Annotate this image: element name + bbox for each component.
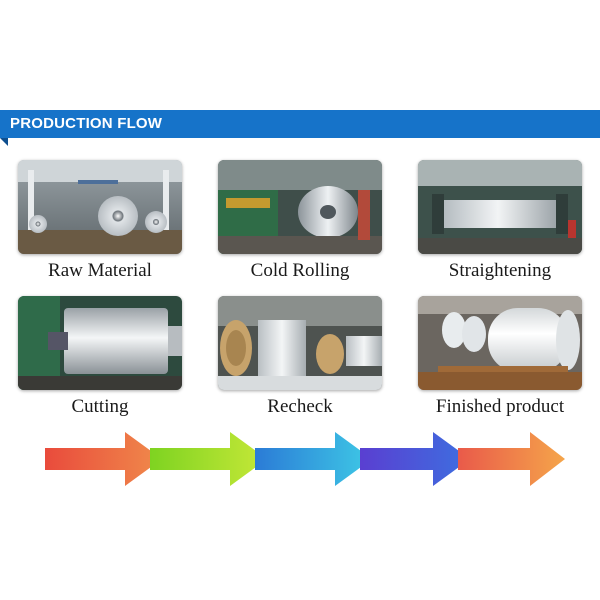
straightening-image xyxy=(418,160,582,254)
raw-material-photo xyxy=(18,160,182,254)
flow-arrows xyxy=(45,432,565,486)
arrow-3 xyxy=(255,432,372,486)
banner-title: PRODUCTION FLOW xyxy=(10,115,163,132)
finished-product-image xyxy=(418,296,582,390)
banner-bar xyxy=(0,110,600,138)
step-label: Finished product xyxy=(435,396,565,417)
cold-rolling-photo xyxy=(218,160,382,254)
arrow-4 xyxy=(360,432,470,486)
cutting-photo xyxy=(18,296,182,390)
straightening-photo xyxy=(418,160,582,254)
arrow-5 xyxy=(458,432,565,486)
step-label: Raw Material xyxy=(48,260,152,281)
step-label: Straightening xyxy=(448,260,552,281)
recheck-photo xyxy=(218,296,382,390)
cutting-image xyxy=(18,296,182,390)
raw-material-image xyxy=(18,160,182,254)
arrow-1 xyxy=(45,432,162,486)
section-banner: PRODUCTION FLOW xyxy=(0,110,600,146)
arrow-2 xyxy=(150,432,267,486)
recheck-image xyxy=(218,296,382,390)
step-label: Cutting xyxy=(71,396,129,417)
finished-product-photo xyxy=(418,296,582,390)
step-label: Cold Rolling xyxy=(250,260,350,281)
banner-notch xyxy=(0,138,8,146)
step-label: Recheck xyxy=(267,396,333,417)
cold-rolling-image xyxy=(218,160,382,254)
